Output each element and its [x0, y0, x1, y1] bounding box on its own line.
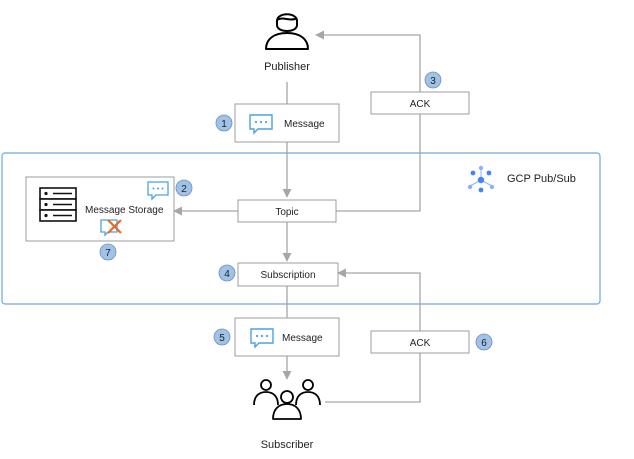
step-badge-7: 7	[99, 243, 117, 261]
message-bubble-icon	[250, 328, 274, 349]
subscriber-label: Subscriber	[261, 439, 314, 451]
step-badge-3: 3	[424, 71, 442, 89]
group-icon	[253, 379, 321, 420]
step-badge-2: 2	[175, 179, 193, 197]
subscription-box	[237, 262, 339, 287]
svg-text:3: 3	[430, 76, 436, 87]
topic-label: Topic	[275, 207, 298, 218]
arrow-ack-to-publisher	[315, 30, 421, 212]
person-icon	[265, 13, 309, 50]
svg-text:7: 7	[105, 248, 111, 259]
svg-text:6: 6	[481, 338, 487, 349]
gcp-pubsub-region	[1, 152, 601, 305]
svg-text:1: 1	[221, 119, 227, 130]
message-error-icon	[100, 219, 122, 237]
message-bubble-icon	[249, 114, 273, 135]
server-icon	[39, 187, 77, 222]
step-badge-4: 4	[218, 264, 236, 282]
step-badge-5: 5	[213, 328, 231, 346]
publisher-label: Publisher	[264, 61, 310, 73]
subscription-label: Subscription	[260, 270, 315, 281]
message-storage-label: Message Storage	[85, 205, 164, 216]
message-bubble-icon	[147, 181, 169, 201]
gcp-pubsub-title: GCP Pub/Sub	[507, 173, 576, 185]
message-top-label: Message	[284, 119, 325, 130]
svg-text:4: 4	[224, 269, 230, 280]
svg-text:5: 5	[219, 333, 225, 344]
step-badge-1: 1	[215, 114, 233, 132]
ack-bottom-box	[370, 330, 470, 354]
step-badge-6: 6	[475, 333, 493, 351]
ack-bottom-label: ACK	[410, 338, 431, 349]
topic-box	[237, 199, 337, 223]
message-bottom-label: Message	[282, 333, 323, 344]
step-badges: 1 2 3 4 5 6 7	[99, 71, 493, 351]
ack-top-label: ACK	[410, 99, 431, 110]
svg-text:2: 2	[181, 184, 187, 195]
ack-top-box	[370, 91, 470, 115]
pubsub-hub-icon	[467, 165, 495, 193]
